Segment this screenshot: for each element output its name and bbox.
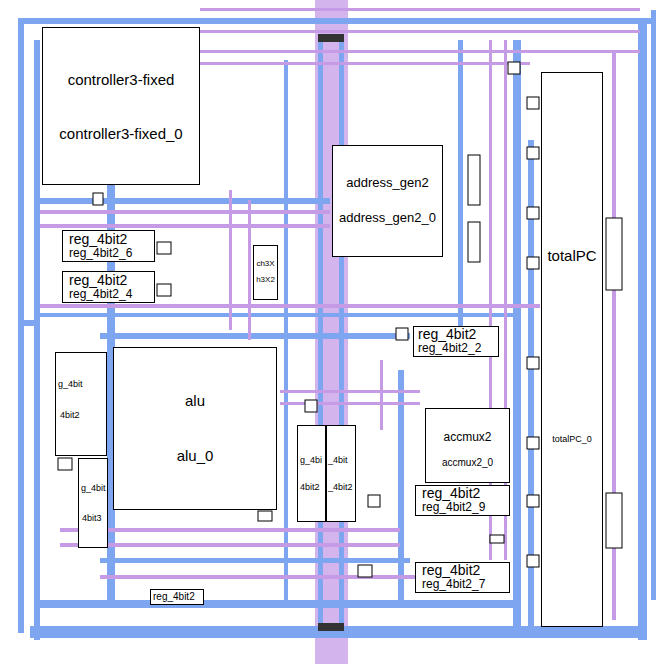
pin-box	[468, 222, 480, 262]
instance-name: totalPC_0	[552, 435, 592, 445]
pin-box	[527, 437, 539, 449]
cell-name: reg_4bit2	[69, 273, 127, 288]
cell-block: accmux2 accmux2_0	[425, 408, 510, 483]
instance-name: reg_4bit2_6	[69, 247, 132, 260]
cell-block: alu alu_0	[113, 347, 277, 510]
pin-box	[527, 555, 539, 567]
instance-name: 4bit2	[60, 411, 80, 421]
pin-box	[527, 257, 539, 269]
purple-wire	[40, 224, 330, 228]
instance-name: reg_4bit2_2	[418, 342, 481, 355]
purple-wire	[229, 190, 232, 330]
purple-wire	[200, 30, 640, 33]
pin-box	[527, 495, 539, 507]
purple-wire	[40, 304, 540, 308]
instance-name: 4bit2	[300, 483, 320, 493]
cell-block: g_4bi 4bit2	[297, 425, 326, 522]
pin-box	[93, 193, 103, 205]
blue-wire	[100, 558, 410, 563]
purple-wire	[280, 390, 420, 393]
blue-wire	[36, 600, 520, 608]
pin-box	[305, 400, 317, 412]
blue-wire	[100, 333, 410, 339]
cell-block: g_4bit 4bit2	[55, 352, 107, 456]
purple-wire	[200, 50, 640, 53]
instance-name: h3X2	[256, 276, 275, 285]
purple-wire	[200, 62, 530, 65]
cell-name: g_4bi	[300, 456, 322, 466]
blue-wire	[513, 40, 521, 630]
pin-box	[490, 535, 504, 543]
pin-box	[468, 155, 480, 205]
cell-block: ch3X h3X2	[253, 245, 278, 300]
instance-name: alu_0	[177, 448, 214, 465]
io-pad	[318, 623, 344, 631]
blue-wire	[651, 10, 656, 600]
cell-block: reg_4bit2	[150, 589, 204, 605]
pin-box	[157, 242, 171, 254]
pin-box	[606, 493, 622, 548]
pin-box	[508, 62, 520, 74]
instance-name: address_gen2_0	[339, 211, 436, 225]
cell-name: reg_4bit2	[69, 232, 127, 247]
io-pad	[318, 34, 344, 42]
pin-box	[396, 328, 408, 340]
blue-wire	[20, 320, 40, 326]
blue-wire	[34, 40, 40, 640]
blue-wire	[638, 18, 647, 640]
purple-wire	[60, 543, 400, 547]
cell-name: accmux2	[443, 431, 491, 444]
blue-wire	[20, 18, 652, 24]
cell-name: address_gen2	[346, 176, 428, 190]
cell-block: totalPC totalPC_0	[541, 72, 603, 627]
cell-block: controller3-fixed controller3-fixed_0	[42, 27, 200, 185]
cell-name: alu	[185, 393, 205, 410]
cell-name: reg_4bit2	[153, 591, 195, 602]
purple-wire	[40, 210, 330, 214]
pin-box	[157, 284, 171, 296]
purple-wire	[200, 8, 640, 11]
cell-name: g_4bit	[81, 484, 106, 494]
purple-wire	[280, 402, 420, 405]
pin-box	[527, 97, 539, 109]
purple-wire	[380, 360, 383, 430]
cell-name: ch3X	[256, 260, 274, 269]
instance-name: controller3-fixed_0	[59, 126, 182, 143]
instance-name: _4bit2	[328, 483, 353, 493]
cell-block: reg_4bit2reg_4bit2_6	[62, 230, 155, 262]
cell-name: reg_4bit2	[422, 486, 480, 501]
cell-block: _4bit _4bit2	[326, 425, 356, 522]
blue-wire	[284, 60, 288, 600]
cell-name: _4bit	[328, 456, 348, 466]
cell-name: g_4bit	[58, 380, 83, 390]
pin-box	[606, 218, 622, 290]
cell-name: totalPC	[547, 248, 596, 265]
pin-box	[258, 511, 272, 521]
blue-wire	[458, 40, 463, 330]
cell-block: address_gen2 address_gen2_0	[332, 145, 443, 257]
purple-band	[315, 0, 348, 664]
pin-box	[527, 357, 539, 369]
cell-block: reg_4bit2reg_4bit2_4	[62, 271, 155, 303]
pin-box	[527, 147, 539, 159]
purple-wire	[60, 528, 400, 532]
purple-wire	[248, 200, 251, 340]
cell-name: reg_4bit2	[422, 563, 480, 578]
pin-box	[58, 458, 72, 470]
cell-block: g_4bit 4bit3	[78, 458, 108, 548]
cell-block: reg_4bit2reg_4bit2_2	[413, 326, 499, 357]
cell-name: controller3-fixed	[68, 72, 175, 89]
cell-block: reg_4bit2reg_4bit2_9	[415, 485, 510, 516]
instance-name: accmux2_0	[442, 457, 493, 468]
pin-box	[358, 565, 372, 577]
cell-name: reg_4bit2	[418, 327, 476, 342]
pin-box	[527, 207, 539, 219]
pin-box	[368, 495, 380, 507]
instance-name: reg_4bit2_7	[422, 578, 485, 591]
instance-name: reg_4bit2_9	[422, 501, 485, 514]
instance-name: 4bit3	[82, 514, 102, 524]
cell-block: reg_4bit2reg_4bit2_7	[415, 562, 510, 593]
instance-name: reg_4bit2_4	[69, 288, 132, 301]
